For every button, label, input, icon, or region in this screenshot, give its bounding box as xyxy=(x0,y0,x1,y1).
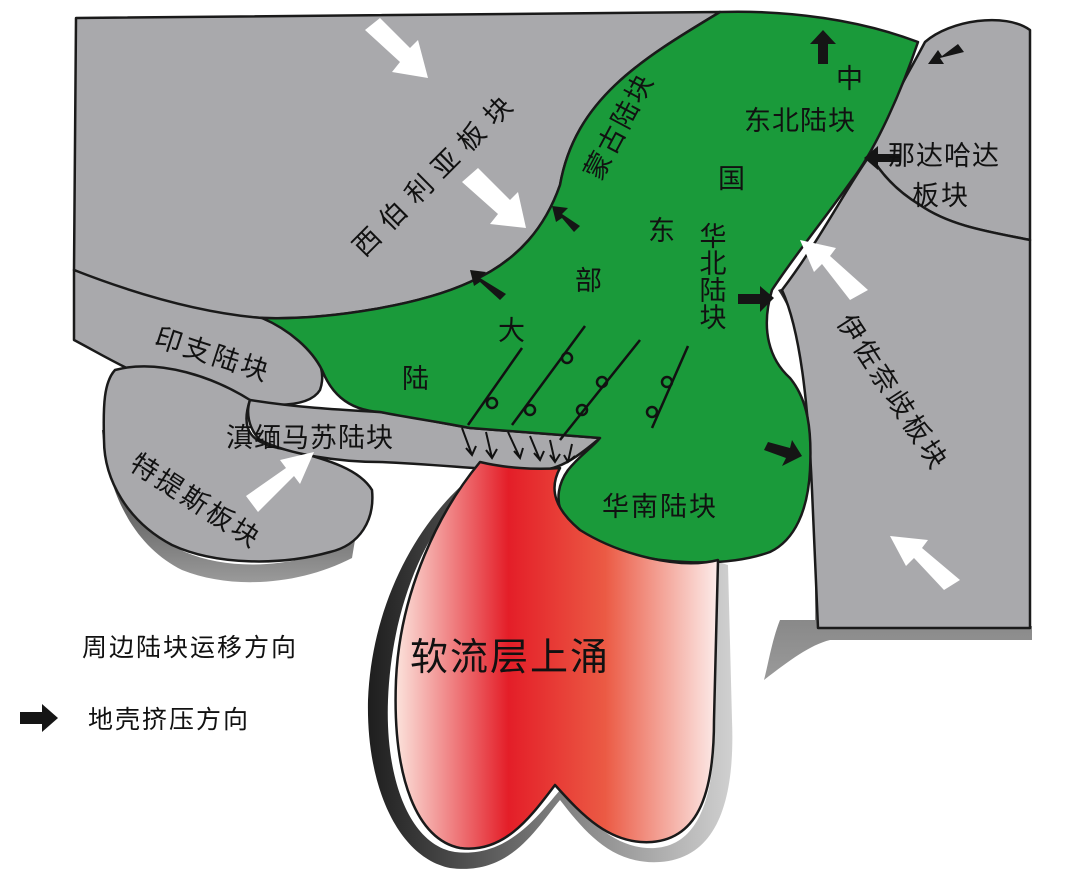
white-arrow-izanagi-bottom xyxy=(890,536,960,590)
fault-circle xyxy=(485,396,499,410)
china-char-dong: 东 xyxy=(648,216,675,247)
fault-circle xyxy=(595,375,609,389)
white-arrow-siberia-mid xyxy=(462,168,526,228)
north-china-block-label: 华北陆块 xyxy=(695,222,727,330)
fault-line-3 xyxy=(559,339,641,441)
northeast-block-label: 东北陆块 xyxy=(744,106,856,137)
legend-black-arrow xyxy=(20,704,58,732)
legend-white-arrow-label: 周边陆块运移方向 xyxy=(82,633,298,662)
black-arrows xyxy=(470,30,964,466)
nadahada-label-line2: 板块 xyxy=(912,181,970,212)
black-arrow-east-2 xyxy=(764,440,802,466)
black-arrow-east-1 xyxy=(738,286,774,312)
dian-mian-ma-su-label: 滇缅马苏陆块 xyxy=(226,423,394,454)
rift-faults xyxy=(466,325,690,441)
black-arrow-west-1 xyxy=(470,270,506,300)
legend-black-arrow-label: 地壳挤压方向 xyxy=(88,705,250,734)
fault-circle xyxy=(575,403,589,417)
upwelling-shadow xyxy=(367,478,733,869)
china-char-bu: 部 xyxy=(575,266,602,297)
upwelling-label: 软流层上涌 xyxy=(410,635,610,679)
fault-circle xyxy=(645,405,659,419)
white-arrow-tethys xyxy=(246,452,314,512)
fault-circle xyxy=(523,403,537,417)
black-arrow-west-2 xyxy=(552,206,580,232)
fault-circle xyxy=(660,375,674,389)
south-china-block-label: 华南陆块 xyxy=(602,492,718,523)
tethys-shadow xyxy=(102,430,355,583)
asthenosphere-upwelling xyxy=(394,460,720,850)
northeast-label-zhong: 中 xyxy=(836,64,863,95)
white-arrow-siberia-top xyxy=(365,18,428,78)
black-arrow-nadahada xyxy=(864,146,900,170)
white-arrow-izanagi-top xyxy=(800,240,868,300)
china-char-guo: 国 xyxy=(718,164,745,195)
black-arrow-north xyxy=(810,30,836,64)
rift-small-arrows xyxy=(461,427,576,464)
fault-circle xyxy=(560,351,574,365)
china-char-lu: 陆 xyxy=(402,364,429,395)
white-arrows xyxy=(246,18,960,590)
black-arrow-northeast xyxy=(928,44,964,64)
fault-line-1 xyxy=(466,347,524,426)
china-char-da: 大 xyxy=(498,316,525,347)
izanagi-shadow xyxy=(764,288,1032,680)
nadahada-label-line1: 那达哈达 xyxy=(888,141,1000,172)
